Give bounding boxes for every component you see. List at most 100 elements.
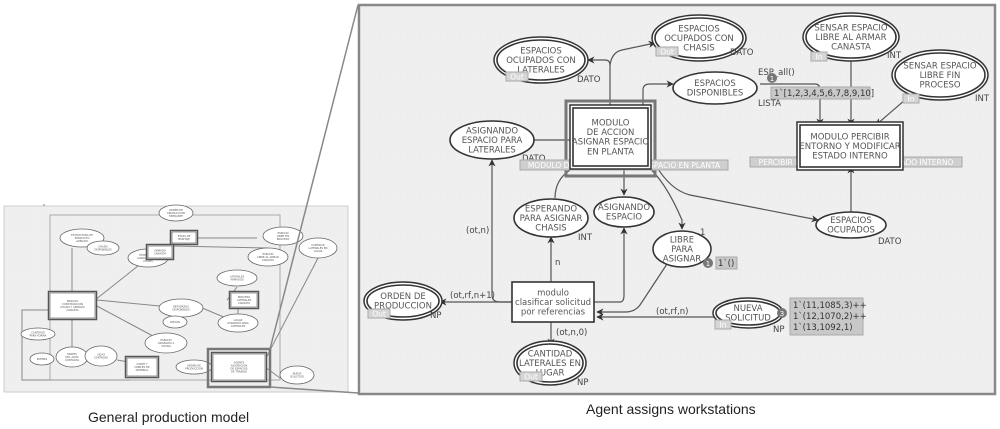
overview-place: OPCION xyxy=(162,315,188,329)
overview-transition-label: DE ESPACIOS xyxy=(230,366,247,370)
place-type-label: INT xyxy=(975,94,990,104)
overview-place-label: ASIGNADO A xyxy=(158,341,175,345)
arc-label-esp-all: ESP_all() xyxy=(758,68,795,78)
token-count-nueva: 3 xyxy=(780,310,784,318)
overview-transition-label: CHASIS Y ARMADO xyxy=(60,305,84,309)
detail-panel xyxy=(357,3,997,396)
place-type-label: INT xyxy=(578,233,593,243)
marking-nueva-3: 1`(13,1092,1) xyxy=(793,322,853,333)
port-tag xyxy=(810,51,828,62)
place-label: SENSAR ESPACIO xyxy=(814,23,888,33)
arc-label-ot-n: (ot,n) xyxy=(466,226,489,236)
overview-transition-label: CANASTA xyxy=(66,308,78,312)
caption-general-model: General production model xyxy=(88,409,250,425)
overview-place-label: REFUERZOS xyxy=(173,304,189,308)
transition-label: EN PLANTA xyxy=(587,147,634,157)
overview-transition-label: AGENTE xyxy=(234,361,245,365)
port-tag-label: Out xyxy=(524,373,538,382)
arc-label-ot-rf-n1: (ot,rf,n+1) xyxy=(450,291,495,301)
overview-place-label: LATERALES xyxy=(231,324,246,328)
overview-place-label: CHASIS xyxy=(143,259,153,263)
marking-box xyxy=(715,256,738,270)
overview-place-label: DEL ALMA xyxy=(65,355,78,359)
overview-place-label: ESPACIO xyxy=(262,252,273,256)
place-label: PARA xyxy=(671,245,693,255)
place-label: SOLICITUD xyxy=(725,314,771,324)
overview-transition-label: MONTAJE xyxy=(178,237,190,241)
overview-transition-label: DOBLES DE xyxy=(134,365,149,369)
overview-place-label: ASIGNADO PARA xyxy=(227,321,249,325)
transition-label: clasificar solicitud xyxy=(515,298,591,308)
overview-place-label: OPCION xyxy=(170,320,180,324)
overview-place-label: CANASTA xyxy=(262,258,274,262)
overview-arc xyxy=(264,257,319,361)
place-label: OCUPADOS xyxy=(827,226,875,236)
overview-agent-highlight xyxy=(206,347,272,389)
marking-box xyxy=(789,297,864,336)
overview-place-label: ESTRUCTURA DE xyxy=(71,233,93,237)
overview-transition-label: MATERIAL xyxy=(136,368,149,372)
arc-label-ot-n-0: (ot,n,0) xyxy=(556,328,587,338)
place-type-label: NP xyxy=(577,378,588,388)
place-type-label: INT xyxy=(887,51,902,61)
place-label: ASIGNANDO xyxy=(598,203,650,213)
place-label: LIBRE xyxy=(670,235,694,245)
transition-label: MODULO xyxy=(592,119,630,129)
port-tag xyxy=(519,371,543,382)
overview-transition-label: CORTE Y xyxy=(136,362,148,366)
overview-place-label: ESPACIO xyxy=(160,338,171,342)
overview-place-label: PRODUCCION xyxy=(185,366,203,370)
transition-mod-percibir[interactable]: PERCIBIR ENTORNO Y MODIFICAR ESTADO INTE… xyxy=(749,121,963,171)
transition-label: DE ACCION xyxy=(587,128,635,138)
overview-arc xyxy=(171,245,269,249)
marking-nueva-1: 1`(11,1085,3)++ xyxy=(793,300,867,311)
place-type-lista: LISTA xyxy=(758,99,781,109)
marking-libre: 1`() xyxy=(718,258,734,269)
transition-label: ENTORNO Y MODIFICAR xyxy=(799,142,900,152)
overview-transition-label: CONSTRUCCION xyxy=(62,302,83,306)
overview-place-label: PRODUCTO xyxy=(75,236,90,240)
transition-mod-accion[interactable]: MODULO DE ACCION ASIGNAR ESPACIO EN PLAN… xyxy=(519,99,729,178)
transition-label: ESTADO INTERNO xyxy=(812,151,888,161)
place-label: CHASIS xyxy=(535,223,566,233)
place-type-label: NP xyxy=(773,325,784,335)
transition-label: ASIGNAR ESPACIO xyxy=(572,138,650,148)
overview-place-label: LIBRE AL ARMAR xyxy=(257,255,279,259)
overview-transition-label: LATERALES xyxy=(237,298,252,302)
place-label: LIBRE AL ARMAR xyxy=(815,33,886,43)
place-label: ESPACIOS xyxy=(520,46,562,56)
overview-place-label: LATERALES xyxy=(230,274,245,278)
place-type-label: DATO xyxy=(878,237,902,247)
overview-place-label: DISPONIBLES xyxy=(94,247,112,251)
overview-place-label: ESPACIO xyxy=(277,231,288,235)
markings: 1 1`[1,2,3,4,5,6,7,8,9,10] LISTA 1 1`() … xyxy=(703,73,874,336)
overview-place-label: ARMADO xyxy=(76,239,88,243)
marking-esp-disp: 1`[1,2,3,4,5,6,7,8,9,10] xyxy=(774,88,874,99)
place-type-label: 1 xyxy=(700,228,705,238)
overview-place-label: ARMADOS xyxy=(230,277,244,281)
arc xyxy=(596,263,668,316)
